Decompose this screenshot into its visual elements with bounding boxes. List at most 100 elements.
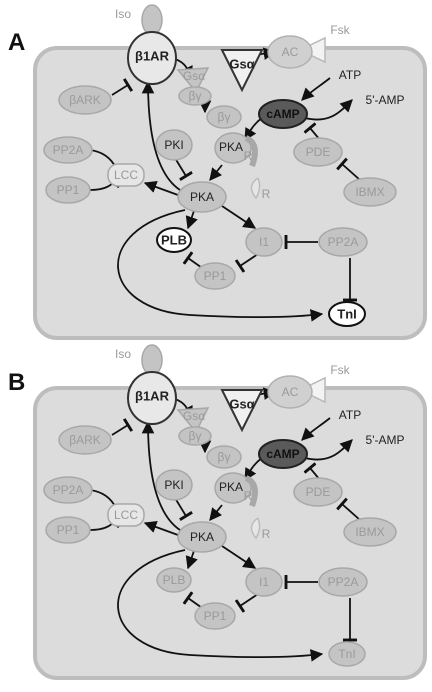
edge-ibmx-pde: [336, 497, 361, 521]
b1ar-receptor: [127, 31, 177, 85]
camp-node: [258, 99, 308, 129]
label-bark: βARK: [69, 433, 101, 447]
edge-i1-pp1: [234, 253, 259, 273]
panel-letter: B: [8, 369, 25, 396]
label-b1ar: β1AR: [135, 389, 170, 404]
label-plb: PLB: [163, 573, 186, 587]
edge-pkaholo-pkacat: [209, 504, 223, 521]
edge-pka-b1ar: [141, 420, 181, 531]
edge-i1-pp1: [234, 593, 259, 613]
iso-ligand: [141, 344, 163, 376]
edge-camp-5amp: [304, 439, 353, 461]
ac-enzyme: [267, 35, 313, 69]
pp1-bottom-node: [194, 602, 236, 630]
label-ibmx: IBMX: [355, 185, 384, 199]
edge-pka-lcc: [143, 520, 179, 536]
pp2a-left-node: [43, 476, 93, 504]
label-pka-holo: PKA: [219, 480, 243, 494]
label-5amp: 5'-AMP: [366, 433, 405, 447]
label-i1: I1: [259, 235, 269, 249]
pki-node: [155, 129, 193, 161]
label-camp: cAMP: [266, 107, 299, 121]
edge-pkaholo-pkacat: [209, 164, 223, 181]
b1ar-receptor: [127, 371, 177, 425]
lcc-channel: [107, 503, 145, 527]
label-pki: PKI: [164, 138, 183, 152]
ibmx-node: [343, 177, 397, 207]
label-fsk: Fsk: [330, 363, 350, 377]
label-fsk: Fsk: [330, 23, 350, 37]
pka-catalytic-node: [177, 521, 227, 553]
edge-bark-b1ar: [111, 418, 134, 436]
label-by-free: βγ: [218, 110, 231, 124]
label-pde: PDE: [306, 485, 331, 499]
by-subunit-bound: [178, 426, 212, 446]
edge-pka-lcc: [143, 180, 179, 196]
label-lcc: LCC: [114, 508, 138, 522]
label-pde: PDE: [306, 145, 331, 159]
pp1-left-node: [45, 176, 91, 204]
label-ac: AC: [282, 45, 299, 59]
label-pp1-left: PP1: [57, 523, 80, 537]
cell-membrane: [33, 386, 427, 680]
label-by-free: βγ: [218, 450, 231, 464]
label-pka-holo: PKA: [219, 140, 243, 154]
label-pp1-bottom: PP1: [204, 269, 227, 283]
label-iso: Iso: [115, 7, 131, 21]
label-by-bound: βγ: [189, 429, 202, 443]
gsa-subunit-inactive: [176, 67, 210, 94]
edge-pki-pka: [174, 497, 193, 521]
pp2a-left-node: [43, 136, 93, 164]
label-pp1-bottom: PP1: [204, 609, 227, 623]
label-r-bound: R: [244, 489, 253, 503]
label-pka-cat: PKA: [190, 190, 214, 204]
gsa-subunit-active: [220, 49, 264, 93]
edge-pka-b1ar: [141, 80, 181, 191]
label-r-free: R: [262, 527, 271, 541]
bark-node: [58, 425, 112, 455]
label-i1: I1: [259, 575, 269, 589]
label-ac: AC: [282, 385, 299, 399]
label-pki: PKI: [164, 478, 183, 492]
label-gsa-inactive: Gsα: [183, 409, 205, 423]
label-tni: TnI: [337, 307, 357, 322]
edge-bark-b1ar: [111, 78, 134, 96]
edge-pka-i1: [221, 545, 257, 569]
by-subunit-free: [206, 445, 242, 469]
label-pp2a-right: PP2A: [328, 575, 359, 589]
pka-holoenzyme-node: [214, 132, 252, 164]
regulatory-subunit-bound: [244, 135, 258, 168]
gsa-subunit-inactive: [176, 407, 210, 434]
edge-pka-tni: [117, 209, 324, 322]
by-subunit-free: [206, 105, 242, 129]
label-pp2a-left: PP2A: [53, 483, 84, 497]
tni-node: [328, 641, 366, 667]
label-by-bound: βγ: [189, 89, 202, 103]
label-plb: PLB: [161, 233, 187, 248]
edge-atp-camp: [301, 77, 331, 101]
label-b1ar: β1AR: [135, 49, 170, 64]
i1-node: [245, 567, 283, 597]
ibmx-node: [343, 517, 397, 547]
label-atp: ATP: [339, 408, 361, 422]
label-camp: cAMP: [266, 447, 299, 461]
camp-node: [258, 439, 308, 469]
i1-node: [245, 227, 283, 257]
label-r-bound: R: [244, 149, 253, 163]
label-tni: TnI: [338, 647, 355, 661]
cell-membrane: [33, 46, 427, 340]
label-pp2a-right: PP2A: [328, 235, 359, 249]
label-lcc: LCC: [114, 168, 138, 182]
label-pp1-left: PP1: [57, 183, 80, 197]
pka-catalytic-node: [177, 181, 227, 213]
edge-pka-i1: [221, 205, 257, 229]
ac-enzyme: [267, 375, 313, 409]
label-gsa-active: Gsα: [229, 397, 254, 412]
pde-node: [293, 137, 343, 167]
pp1-bottom-node: [194, 262, 236, 290]
edge-camp-5amp: [304, 99, 353, 121]
edge-ibmx-pde: [336, 157, 361, 181]
